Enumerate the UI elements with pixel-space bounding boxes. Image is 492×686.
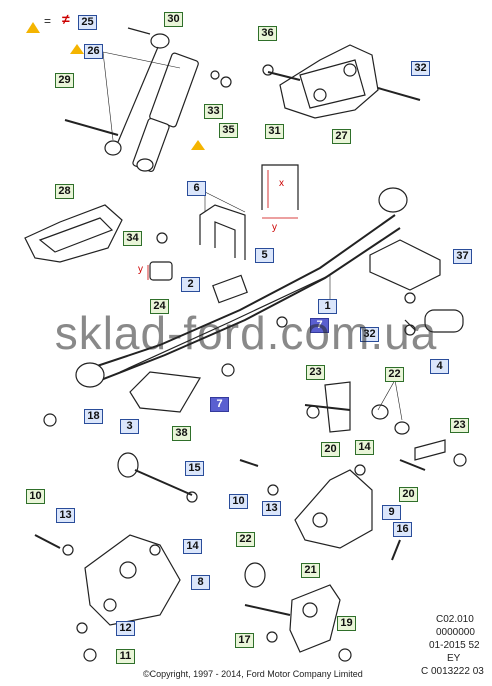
callout-17[interactable]: 17 bbox=[235, 633, 254, 648]
bushing-bolt-left bbox=[117, 452, 198, 503]
callout-33[interactable]: 33 bbox=[204, 104, 223, 119]
shackle-mid bbox=[304, 381, 351, 433]
callout-14-left[interactable]: 14 bbox=[183, 539, 202, 554]
callout-15[interactable]: 15 bbox=[185, 461, 204, 476]
shackle-right bbox=[399, 439, 446, 471]
watermark: sklad-ford.com.ua bbox=[54, 307, 438, 359]
bushings-right bbox=[371, 404, 410, 435]
callout-13-mid[interactable]: 13 bbox=[262, 501, 281, 516]
pad bbox=[149, 261, 173, 281]
callout-14-right[interactable]: 14 bbox=[355, 440, 374, 455]
bracket-left bbox=[84, 534, 181, 626]
ref-code-4: EY bbox=[447, 653, 461, 664]
legend-not-symbol: ≠ bbox=[62, 11, 70, 27]
nuts bbox=[43, 64, 467, 662]
shackle-plate bbox=[369, 239, 441, 304]
callout-4[interactable]: 4 bbox=[430, 359, 449, 374]
spring-seat bbox=[24, 204, 123, 263]
callout-26[interactable]: 26 bbox=[84, 44, 103, 59]
dimension-y-label: y bbox=[272, 222, 277, 233]
copyright-notice: ©Copyright, 1997 - 2014, Ford Motor Comp… bbox=[143, 669, 363, 679]
upper-bracket bbox=[267, 44, 421, 119]
callout-28[interactable]: 28 bbox=[55, 184, 74, 199]
legend-equals: = bbox=[44, 14, 52, 28]
callout-20-right[interactable]: 20 bbox=[399, 487, 418, 502]
callout-24[interactable]: 24 bbox=[150, 299, 169, 314]
bracket-right bbox=[294, 469, 373, 549]
callout-21[interactable]: 21 bbox=[301, 563, 320, 578]
callout-19[interactable]: 19 bbox=[337, 616, 356, 631]
callout-9[interactable]: 9 bbox=[382, 505, 401, 520]
callout-38[interactable]: 38 bbox=[172, 426, 191, 441]
callout-13-left[interactable]: 13 bbox=[56, 508, 75, 523]
callout-22-top[interactable]: 22 bbox=[385, 367, 404, 382]
ref-code-3: 01-2015 52 bbox=[429, 640, 480, 651]
ref-code-5: C 0013222 03 bbox=[421, 666, 484, 677]
dimension-y2-label: y bbox=[138, 264, 143, 275]
callout-27[interactable]: 27 bbox=[332, 129, 351, 144]
callout-8[interactable]: 8 bbox=[191, 575, 210, 590]
callout-35[interactable]: 35 bbox=[219, 123, 238, 138]
callout-10-left[interactable]: 10 bbox=[26, 489, 45, 504]
callout-29[interactable]: 29 bbox=[55, 73, 74, 88]
u-bolt bbox=[199, 164, 299, 260]
callout-25[interactable]: 25 bbox=[78, 15, 97, 30]
rubber-block bbox=[129, 371, 201, 413]
callout-6[interactable]: 6 bbox=[187, 181, 206, 196]
ref-code-2: 0000000 bbox=[436, 627, 475, 638]
callout-18[interactable]: 18 bbox=[84, 409, 103, 424]
warning-triangles bbox=[26, 22, 205, 150]
callout-20-mid[interactable]: 20 bbox=[321, 442, 340, 457]
callout-16[interactable]: 16 bbox=[393, 522, 412, 537]
shackle-bottom bbox=[244, 562, 341, 653]
callout-30[interactable]: 30 bbox=[164, 12, 183, 27]
callout-32-mid[interactable]: 32 bbox=[360, 327, 379, 342]
callout-23-right[interactable]: 23 bbox=[450, 418, 469, 433]
dimension-lines bbox=[147, 170, 298, 280]
callout-7-left[interactable]: 7 bbox=[210, 397, 229, 412]
callout-5[interactable]: 5 bbox=[255, 248, 274, 263]
callout-12[interactable]: 12 bbox=[116, 621, 135, 636]
bolts bbox=[34, 459, 401, 561]
shock-absorber bbox=[64, 27, 199, 173]
callout-3[interactable]: 3 bbox=[120, 419, 139, 434]
callout-31[interactable]: 31 bbox=[265, 124, 284, 139]
bumper bbox=[404, 309, 464, 333]
leaf-spring bbox=[75, 187, 408, 388]
callout-36[interactable]: 36 bbox=[258, 26, 277, 41]
callout-7-right[interactable]: 7 bbox=[310, 318, 329, 333]
ref-code-1: C02.010 bbox=[436, 614, 474, 625]
callout-2[interactable]: 2 bbox=[181, 277, 200, 292]
dimension-x-label: x bbox=[279, 178, 284, 189]
callout-11[interactable]: 11 bbox=[116, 649, 135, 664]
callout-37[interactable]: 37 bbox=[453, 249, 472, 264]
callout-22-bottom[interactable]: 22 bbox=[236, 532, 255, 547]
callout-32-top[interactable]: 32 bbox=[411, 61, 430, 76]
callout-1[interactable]: 1 bbox=[318, 299, 337, 314]
callout-23-mid[interactable]: 23 bbox=[306, 365, 325, 380]
callout-10-mid[interactable]: 10 bbox=[229, 494, 248, 509]
callout-34[interactable]: 34 bbox=[123, 231, 142, 246]
